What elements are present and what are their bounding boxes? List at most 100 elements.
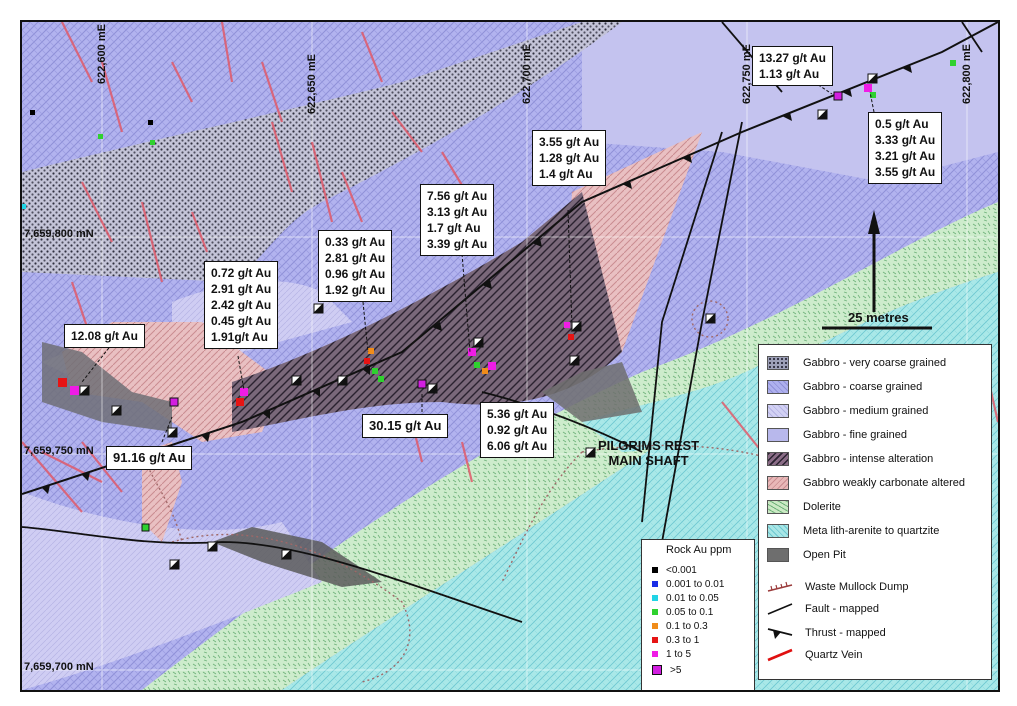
legend-item: Gabbro - intense alteration xyxy=(767,451,933,467)
assay-callout-5-36: 5.36 g/t Au 0.92 g/t Au 6.06 g/t Au xyxy=(480,402,555,458)
assay-line: 2.91 g/t Au xyxy=(211,282,272,296)
assay-callout-13-27: 13.27 g/t Au 1.13 g/t Au xyxy=(752,46,833,86)
assay-line: 0.92 g/t Au xyxy=(487,423,548,437)
easting-label-4: 622,750 mE xyxy=(741,44,753,104)
northing-label-2: 7,659,750 mN xyxy=(24,445,94,457)
assay-line: 0.33 g/t Au xyxy=(325,235,386,249)
rock-legend-item: 0.01 to 0.05 xyxy=(652,592,719,604)
legend-label: Gabbro - intense alteration xyxy=(803,453,934,465)
open-pit-south xyxy=(212,527,382,587)
assay-line: 12.08 g/t Au xyxy=(71,329,138,343)
legend-label: Gabbro - very coarse grained xyxy=(803,357,947,369)
shaft-label-line-1: PILGRIMS REST xyxy=(598,438,700,453)
rock-legend-item: 0.05 to 0.1 xyxy=(652,606,713,618)
legend-item: Open Pit xyxy=(767,547,846,563)
assay-line: 0.5 g/t Au xyxy=(875,117,929,131)
assay-line: 1.92 g/t Au xyxy=(325,283,386,297)
northing-label-3: 7,659,700 mN xyxy=(24,661,94,673)
northing-label-1: 7,659,800 mN xyxy=(24,228,94,240)
assay-line: 5.36 g/t Au xyxy=(487,407,548,421)
legend-item: Thrust - mapped xyxy=(767,625,886,641)
gabbro-weak-carbonate-area xyxy=(62,322,282,442)
assay-line: 0.45 g/t Au xyxy=(211,314,272,328)
geology-legend: Gabbro - very coarse grained Gabbro - co… xyxy=(758,344,992,680)
legend-item: Waste Mullock Dump xyxy=(767,579,909,595)
legend-item: Gabbro - medium grained xyxy=(767,403,928,419)
easting-label-5: 622,800 mE xyxy=(961,44,973,104)
rock-class-label: 0.05 to 0.1 xyxy=(666,606,714,618)
assay-line: 1.7 g/t Au xyxy=(427,221,481,235)
legend-item: Gabbro weakly carbonate altered xyxy=(767,475,965,491)
easting-label-3: 622,700 mE xyxy=(521,44,533,104)
assay-line: 3.55 g/t Au xyxy=(875,165,936,179)
assay-line: 0.96 g/t Au xyxy=(325,267,386,281)
open-pit-central xyxy=(542,362,642,422)
gabbro-intense-alteration-area xyxy=(232,192,622,432)
rock-class-label: 0.1 to 0.3 xyxy=(666,620,708,632)
main-shaft-label: PILGRIMS REST MAIN SHAFT xyxy=(598,438,699,468)
legend-item: Quartz Vein xyxy=(767,647,862,663)
assay-callout-3-55: 3.55 g/t Au 1.28 g/t Au 1.4 g/t Au xyxy=(532,130,607,186)
assay-callout-7-56: 7.56 g/t Au 3.13 g/t Au 1.7 g/t Au 3.39 … xyxy=(420,184,495,256)
rock-class-swatch xyxy=(652,609,658,615)
north-arrow-head xyxy=(868,210,880,234)
assay-line: 91.16 g/t Au xyxy=(113,450,186,465)
assay-line: 2.81 g/t Au xyxy=(325,251,386,265)
assay-line: 1.13 g/t Au xyxy=(759,67,820,81)
rock-class-label: >5 xyxy=(670,664,682,676)
assay-callout-30-15: 30.15 g/t Au xyxy=(362,414,449,438)
thrust-teeth xyxy=(42,64,912,494)
thrust-line xyxy=(22,22,998,495)
assay-line: 3.55 g/t Au xyxy=(539,135,600,149)
gabbro-very-coarse-area xyxy=(22,22,622,282)
rock-legend-item: 0.3 to 1 xyxy=(652,634,699,646)
assay-line: 30.15 g/t Au xyxy=(369,418,442,433)
rock-legend-item: <0.001 xyxy=(652,564,697,576)
quartz-vein-line-icon xyxy=(767,648,793,662)
shaft-label-line-2: MAIN SHAFT xyxy=(608,453,689,468)
legend-item: Dolerite xyxy=(767,499,841,515)
thrust-line-icon xyxy=(767,628,793,639)
rock-class-label: 0.01 to 0.05 xyxy=(666,592,719,604)
legend-swatch-coarse xyxy=(767,380,789,394)
legend-label: Gabbro weakly carbonate altered xyxy=(803,477,966,489)
rock-class-swatch xyxy=(652,567,658,573)
assay-callout-0-72: 0.72 g/t Au 2.91 g/t Au 2.42 g/t Au 0.45… xyxy=(204,261,279,349)
legend-swatch-open-pit xyxy=(767,548,789,562)
assay-line: 1.4 g/t Au xyxy=(539,167,593,181)
assay-line: 3.33 g/t Au xyxy=(875,133,936,147)
assay-line: 0.72 g/t Au xyxy=(211,266,272,280)
rock-au-legend: Rock Au ppm <0.001 0.001 to 0.01 0.01 to… xyxy=(641,539,755,690)
legend-label: Gabbro - fine grained xyxy=(803,429,907,441)
location-markers xyxy=(78,72,878,570)
geology-map: 622,600 mE 622,650 mE 622,700 mE 622,750… xyxy=(20,20,1000,692)
legend-item: Fault - mapped xyxy=(767,601,879,617)
assay-line: 3.39 g/t Au xyxy=(427,237,488,251)
rock-legend-item: >5 xyxy=(652,664,681,676)
easting-label-2: 622,650 mE xyxy=(306,54,318,114)
open-pit-west xyxy=(42,342,172,432)
rock-class-label: <0.001 xyxy=(666,564,697,576)
assay-line: 1.91g/t Au xyxy=(211,330,268,344)
assay-line: 3.21 g/t Au xyxy=(875,149,936,163)
assay-line: 2.42 g/t Au xyxy=(211,298,272,312)
assay-callout-0-5: 0.5 g/t Au 3.33 g/t Au 3.21 g/t Au 3.55 … xyxy=(868,112,943,184)
legend-label: Thrust - mapped xyxy=(805,627,886,639)
rock-class-label: 0.001 to 0.01 xyxy=(666,578,725,590)
rock-class-swatch xyxy=(652,665,662,675)
callout-leaders xyxy=(81,81,875,443)
rock-samples xyxy=(22,60,956,532)
legend-item: Gabbro - coarse grained xyxy=(767,379,922,395)
rock-legend-title: Rock Au ppm xyxy=(666,544,732,556)
legend-swatch-fine xyxy=(767,428,789,442)
rock-class-swatch xyxy=(652,595,658,601)
scale-bar-label: 25 metres xyxy=(848,310,909,325)
legend-label: Quartz Vein xyxy=(805,649,863,661)
rock-legend-item: 0.001 to 0.01 xyxy=(652,578,724,590)
legend-swatch-intense xyxy=(767,452,789,466)
legend-label: Waste Mullock Dump xyxy=(805,581,909,593)
rock-class-swatch xyxy=(652,637,658,643)
legend-label: Dolerite xyxy=(803,501,841,513)
legend-swatch-quartzite xyxy=(767,524,789,538)
legend-swatch-very-coarse xyxy=(767,356,789,370)
